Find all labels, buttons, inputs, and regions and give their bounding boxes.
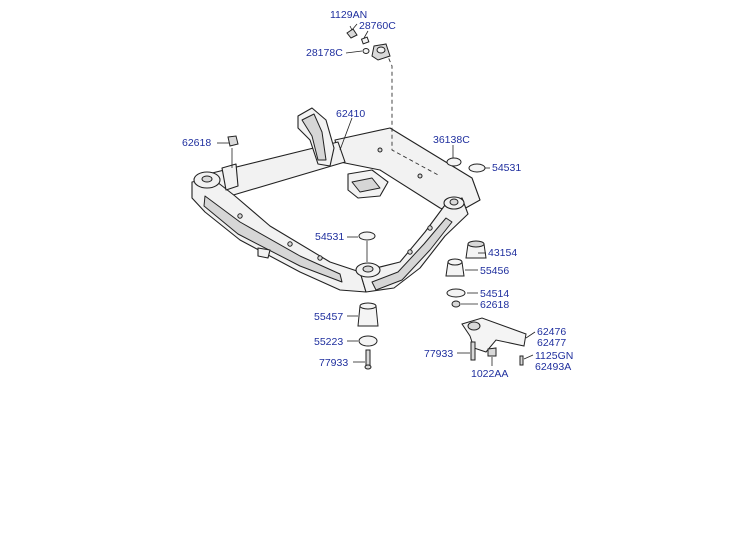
label-62618-top: 62618 <box>182 137 211 149</box>
label-55223: 55223 <box>314 336 343 348</box>
part-54531-washer-right <box>468 163 486 173</box>
label-77933-left: 77933 <box>319 357 348 369</box>
label-54531-left: 54531 <box>315 231 344 243</box>
part-55457-bushing <box>357 302 379 327</box>
part-77933-bolt-right <box>470 341 476 361</box>
part-labels: 1129AN 28760C 28178C 62410 62618 36138C … <box>182 9 573 380</box>
label-1125GN: 1125GN <box>535 350 573 362</box>
label-54531-right: 54531 <box>492 162 521 174</box>
label-62477: 62477 <box>537 337 566 349</box>
part-28760C-spacer <box>360 36 370 45</box>
label-36138C: 36138C <box>433 134 470 146</box>
part-77933-bolt-left <box>364 349 372 370</box>
part-28178C-washer <box>362 48 370 54</box>
part-62618-nut <box>227 135 239 147</box>
label-43154: 43154 <box>488 247 517 259</box>
label-62493A: 62493A <box>535 361 571 373</box>
part-62618-nut-right <box>451 300 461 308</box>
label-62618-bottom: 62618 <box>480 299 509 311</box>
label-77933-right: 77933 <box>424 348 453 360</box>
routing-dashed-line <box>385 51 441 177</box>
label-28178C: 28178C <box>306 47 343 59</box>
part-36138C-washer <box>446 157 462 167</box>
label-54514: 54514 <box>480 288 509 300</box>
part-28178C-bushing <box>371 43 391 61</box>
label-1022AA: 1022AA <box>471 368 508 380</box>
part-54514-washer <box>446 288 466 298</box>
label-55456: 55456 <box>480 265 509 277</box>
crossmember-frame <box>191 107 481 293</box>
label-62410: 62410 <box>336 108 365 120</box>
part-55456-bushing <box>445 258 465 277</box>
part-43154-bushing <box>465 240 487 259</box>
part-1125GN-bolt <box>519 355 524 366</box>
label-55457: 55457 <box>314 311 343 323</box>
part-55223-washer <box>358 335 378 347</box>
label-28760C: 28760C <box>359 20 396 32</box>
part-54531-washer-left <box>358 231 376 241</box>
label-62476: 62476 <box>537 326 566 338</box>
leader-lines <box>217 23 536 366</box>
part-62476-bracket <box>461 317 527 353</box>
part-1129AN-bolt <box>346 25 358 39</box>
label-1129AN: 1129AN <box>330 9 367 21</box>
part-1022AA-nut <box>487 347 497 357</box>
